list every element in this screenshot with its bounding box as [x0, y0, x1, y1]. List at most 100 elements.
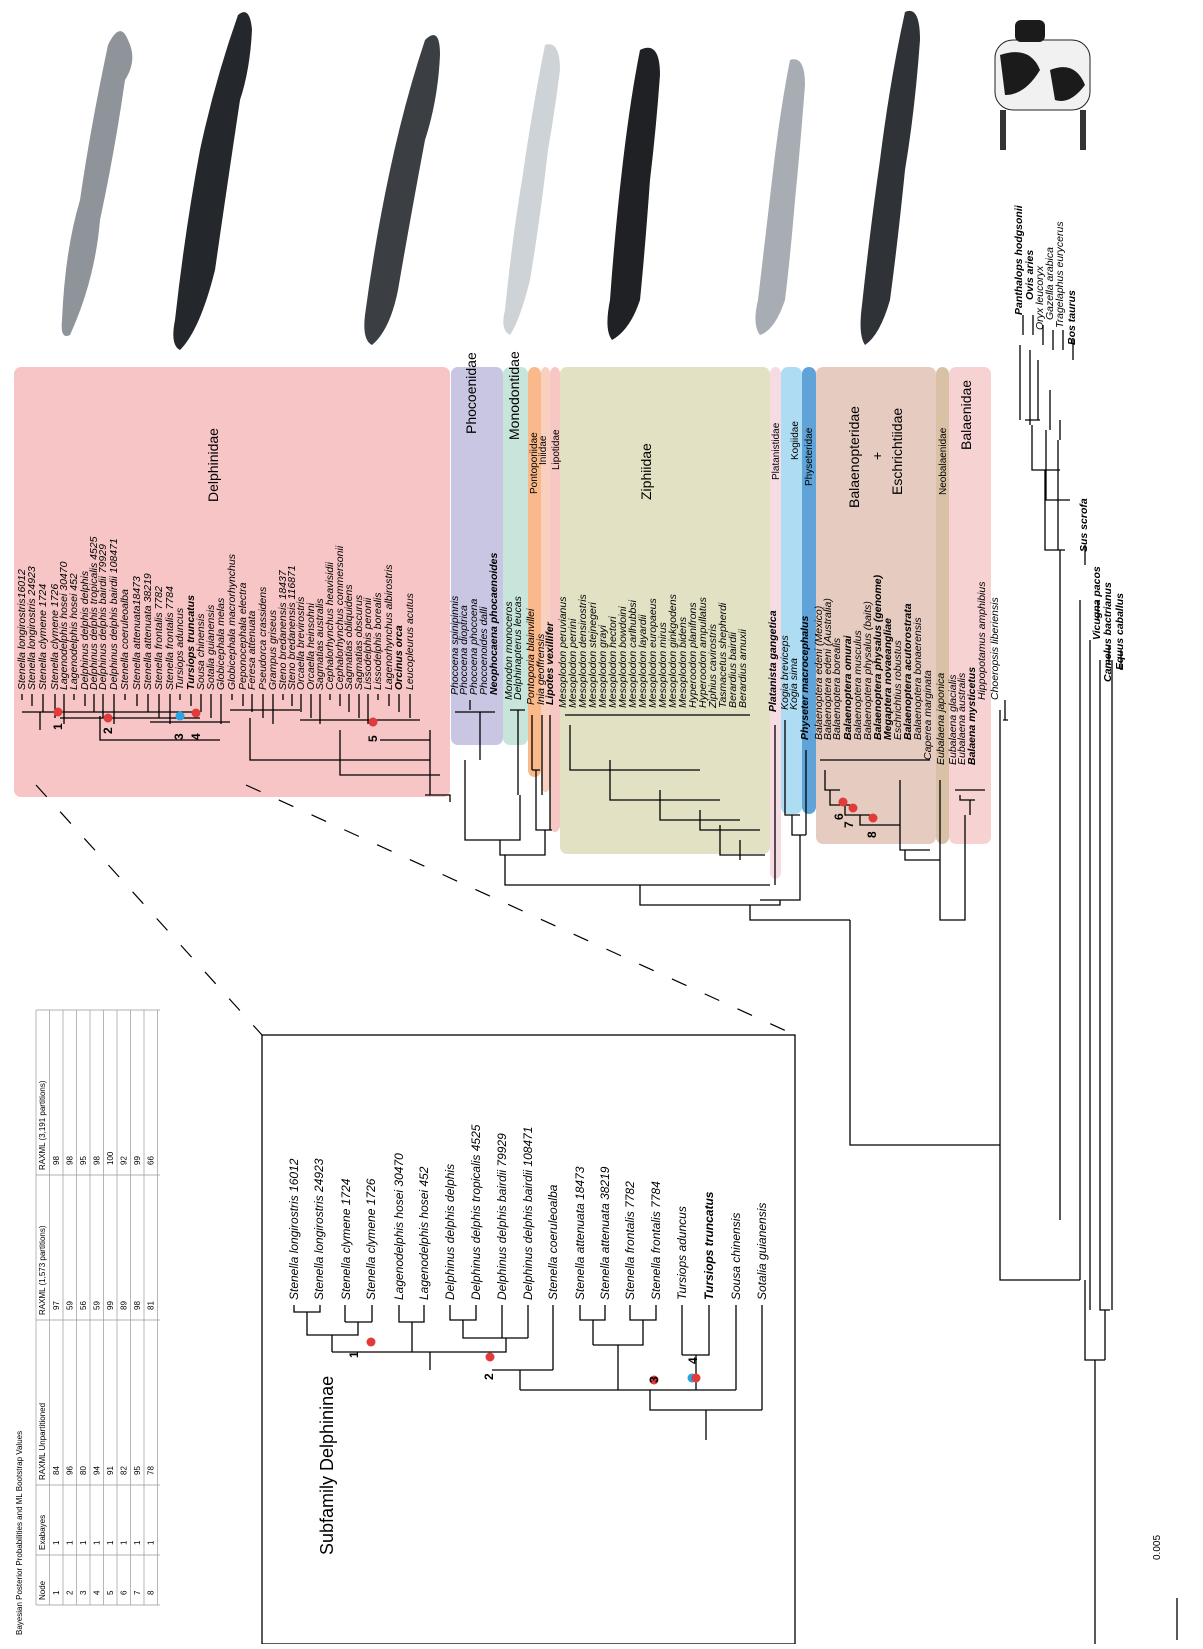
taxon-label: Caperea marginata: [922, 670, 934, 760]
support-dot: [849, 804, 858, 813]
table-cell: 80: [79, 1466, 88, 1475]
family-label: Kogiidae: [790, 421, 801, 460]
inset-branch: [332, 1305, 528, 1370]
table-cell: 97: [52, 1301, 61, 1310]
inset-taxon-label: Lagenodelphis hosei 30470: [392, 1153, 406, 1300]
inset-taxon-label: Stenella clymene 1726: [364, 1178, 378, 1300]
table-cell: 1: [106, 1540, 115, 1545]
support-dot: [104, 714, 113, 723]
taxon-label: Lipotes vexillifer: [544, 621, 556, 705]
table-cell: 91: [106, 1466, 115, 1475]
support-dot: [176, 712, 185, 721]
table-cell: 7: [133, 1590, 142, 1595]
table-cell: 82: [120, 1466, 129, 1475]
table-cell: 92: [120, 1156, 129, 1165]
table-cell: 1: [52, 1590, 61, 1595]
taxon-label: Stenella clymene 1724: [37, 584, 49, 690]
table-cell: 1: [120, 1540, 129, 1545]
family-label: Ziphiidae: [638, 443, 654, 500]
taxon-label: Physeter macrocephalus: [799, 616, 811, 740]
inset-taxon-label: Delphinus delphis bairdii 108471: [521, 1127, 535, 1300]
family-label: Balaenidae: [958, 380, 974, 450]
taxon-label: Neophocaena phocaenoides: [488, 552, 500, 695]
table-cell: 96: [66, 1466, 75, 1475]
taxon-label: Platanista gangetica: [767, 610, 779, 712]
dolphin-illustration: [364, 35, 440, 345]
inset-branch: [492, 1305, 553, 1390]
table-cell: 56: [79, 1301, 88, 1310]
table-header: RAXML (3,191 partitions): [38, 1080, 47, 1170]
family-label: Neobalaenidae: [938, 427, 949, 495]
table-cell: 66: [147, 1156, 156, 1165]
table-cell: 99: [133, 1156, 142, 1165]
table-cell: 1: [79, 1540, 88, 1545]
family-label: Iniidae: [538, 435, 549, 465]
node-label: 1: [51, 723, 65, 730]
inset-node-label: 3: [647, 1376, 661, 1383]
table-cell: 95: [79, 1156, 88, 1165]
table-cell: 4: [93, 1590, 102, 1595]
table-cell: 78: [147, 1466, 156, 1475]
support-dot: [192, 709, 201, 718]
outgroup-taxon-label: Equus caballus: [1114, 593, 1126, 670]
table-cell: 5: [106, 1590, 115, 1595]
table-cell: 2: [66, 1590, 75, 1595]
beaked-whale-illustration: [607, 48, 660, 340]
inset-node-label: 2: [482, 1373, 496, 1380]
inset-branch: [580, 1305, 656, 1390]
inset-taxon-label: Stenella frontalis 7782: [623, 1181, 637, 1300]
animal-illustrations: [62, 11, 1090, 350]
table-cell: 81: [147, 1301, 156, 1310]
table-cell: 1: [133, 1540, 142, 1545]
node-label: 5: [366, 735, 380, 742]
pygmy-sperm-whale-illustration: [755, 59, 805, 335]
support-dot: [54, 708, 63, 717]
family-box: [528, 367, 541, 777]
scale-bar-label: 0.005: [1152, 1535, 1163, 1560]
family-label: Monodontidae: [506, 351, 522, 440]
outgroup-taxon-label: Bos taurus: [1066, 290, 1078, 345]
family-label: +: [869, 452, 885, 460]
inset-frame: [262, 1035, 795, 1644]
table-header: Exabayes: [38, 1515, 47, 1550]
table-cell: 84: [52, 1466, 61, 1475]
family-label: Platanistidae: [771, 422, 782, 480]
inset-support-dot: [367, 1338, 376, 1347]
family-label: Delphinidae: [205, 428, 221, 502]
table-cell: 59: [66, 1301, 75, 1310]
inset-taxon-label: Delphinus delphis tropicalis 4525: [469, 1124, 483, 1300]
taxon-label: Leucopleurus acutus: [404, 592, 416, 690]
table-cell: 3: [79, 1590, 88, 1595]
inset-taxon-label: Tursiops aduncus: [675, 1206, 689, 1300]
table-cell: 98: [133, 1301, 142, 1310]
inset-node-label: 4: [686, 1357, 700, 1364]
family-label: Eschrichtiidae: [889, 408, 905, 495]
inset-taxon-label: Stenella attenuata 38219: [598, 1166, 612, 1300]
table-cell: 1: [147, 1540, 156, 1545]
table-cell: 1: [93, 1540, 102, 1545]
family-label: Phocoenidae: [463, 352, 479, 434]
taxon-label: Stenella coeruleoalba: [119, 589, 131, 690]
support-table: Bayesian Posterior Probabilities and ML …: [15, 1010, 160, 1635]
node-label: 2: [101, 727, 115, 734]
inset-taxon-label: Stenella frontalis 7784: [649, 1181, 663, 1300]
pilot-whale-illustration: [173, 12, 252, 350]
table-cell: 8: [147, 1590, 156, 1595]
table-header: RAXML (1,573 partitions): [38, 1225, 47, 1315]
scale-bar: 0.005: [1152, 1535, 1177, 1640]
node-label: 6: [832, 813, 846, 820]
inset-support-dot: [692, 1374, 701, 1383]
taxon-label: Delphinapterus leucas: [512, 595, 524, 700]
taxon-label: Eubalaena japonica: [935, 673, 947, 765]
family-label: Lipotidae: [551, 429, 562, 470]
inset-taxon-label: Stenella longirostris 24923: [312, 1158, 326, 1300]
outgroup-taxon-label: Camelus bactrianus: [1102, 582, 1114, 682]
table-cell: 99: [106, 1301, 115, 1310]
node-label: 3: [172, 733, 186, 740]
table-cell: 98: [66, 1156, 75, 1165]
table-cell: 100: [106, 1151, 115, 1165]
table-cell: 6: [120, 1590, 129, 1595]
table-header: Node: [38, 1580, 47, 1600]
family-label: Physeteridae: [804, 427, 815, 486]
inset-taxon-label: Tursiops truncatus: [702, 1191, 716, 1300]
